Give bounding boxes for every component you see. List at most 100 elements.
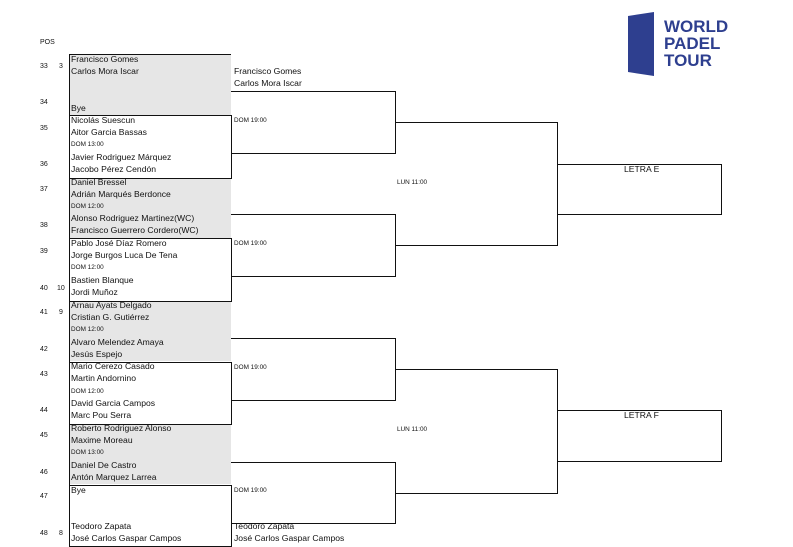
position-number: 45 <box>40 432 48 439</box>
bracket-line <box>231 462 395 464</box>
seed-number: 8 <box>59 530 63 537</box>
bracket-line <box>231 115 233 179</box>
bracket-line <box>69 362 231 364</box>
bracket-line <box>231 362 233 425</box>
bracket-line <box>557 214 721 216</box>
bracket-line <box>69 54 71 546</box>
shade-block <box>69 301 231 361</box>
seed-number: 3 <box>59 63 63 70</box>
player-name: Francisco Guerrero Cordero(WC) <box>71 225 199 235</box>
player-name: Alonso Rodriguez Martinez(WC) <box>71 213 195 223</box>
player-name: Arnau Ayats Delgado <box>71 300 152 310</box>
player-name: Cristian G. Gutiérrez <box>71 312 150 322</box>
player-name: Bastien Blanque <box>71 275 134 285</box>
bracket-line <box>231 276 395 278</box>
bracket-line <box>231 91 395 93</box>
round2-player: Teodoro Zapata <box>234 521 295 531</box>
match-time: DOM 19:00 <box>234 240 267 247</box>
bracket-line <box>557 461 721 463</box>
bracket-line <box>395 122 557 124</box>
bracket-line <box>721 410 723 462</box>
seed-number: 10 <box>57 285 65 292</box>
bracket-line <box>231 338 395 340</box>
player-name: Daniel De Castro <box>71 460 137 470</box>
player-name: Maxime Moreau <box>71 435 133 445</box>
final-label-e: LETRA E <box>624 164 660 174</box>
player-name: Francisco Gomes <box>71 54 139 64</box>
logo-line-1: WORLD <box>664 17 729 36</box>
bracket-line <box>69 115 231 117</box>
player-name: Mario Cerezo Casado <box>71 361 155 371</box>
player-name: Bye <box>71 485 86 495</box>
final-label-f: LETRA F <box>624 410 659 420</box>
bracket-line <box>721 164 723 215</box>
bracket-line <box>69 424 231 426</box>
player-name: Nicolás Suescun <box>71 115 136 125</box>
bracket-line <box>231 400 395 402</box>
player-name: Roberto Rodriguez Alonso <box>71 423 172 433</box>
position-number: 40 <box>40 285 48 292</box>
match-time: DOM 19:00 <box>234 117 267 124</box>
shade-block <box>69 55 231 115</box>
player-name: Javier Rodriguez Márquez <box>71 152 172 162</box>
bracket-line <box>69 301 231 303</box>
match-time: DOM 19:00 <box>234 487 267 494</box>
player-name: Teodoro Zapata <box>71 521 132 531</box>
match-time: DOM 12:00 <box>71 264 104 271</box>
player-name: David Garcia Campos <box>71 398 156 408</box>
player-name: Alvaro Melendez Amaya <box>71 337 164 347</box>
round2-player: Carlos Mora Iscar <box>234 78 302 88</box>
match-time: LUN 11:00 <box>397 179 428 186</box>
player-name: Martin Andornino <box>71 373 136 383</box>
position-number: 37 <box>40 186 48 193</box>
match-time: DOM 19:00 <box>234 364 267 371</box>
match-time: DOM 12:00 <box>71 388 104 395</box>
pos-header: POS <box>40 39 55 46</box>
player-name: Jesús Espejo <box>71 349 123 359</box>
bracket-line <box>557 410 721 412</box>
match-time: DOM 13:00 <box>71 449 104 456</box>
player-name: Adrián Marqués Berdonce <box>71 189 171 199</box>
bracket-line <box>395 493 557 495</box>
player-name: Marc Pou Serra <box>71 410 132 420</box>
position-number: 46 <box>40 469 48 476</box>
bracket-line <box>69 178 231 180</box>
bracket-line <box>231 523 395 525</box>
player-name: Aitor Garcia Bassas <box>71 127 147 137</box>
player-name: Jacobo Pérez Cendón <box>71 164 157 174</box>
player-name: Pablo José Díaz Romero <box>71 238 167 248</box>
seed-number: 9 <box>59 309 63 316</box>
logo-line-3: TOUR <box>664 51 712 70</box>
shade-block <box>69 424 231 484</box>
match-time: DOM 13:00 <box>71 141 104 148</box>
position-number: 36 <box>40 161 48 168</box>
player-name: Bye <box>71 103 86 113</box>
position-number: 39 <box>40 248 48 255</box>
bracket-line <box>557 164 721 166</box>
match-time: DOM 12:00 <box>71 326 104 333</box>
bracket-line <box>557 122 559 246</box>
world-padel-tour-logo: WORLD PADEL TOUR <box>628 12 728 78</box>
bracket-line <box>395 245 557 247</box>
position-number: 41 <box>40 309 48 316</box>
player-name: Jorge Burgos Luca De Tena <box>71 250 178 260</box>
position-number: 42 <box>40 346 48 353</box>
bracket-line <box>395 369 557 371</box>
bracket-line <box>231 214 395 216</box>
bracket-line <box>557 369 559 494</box>
bracket-line <box>69 238 231 240</box>
position-number: 35 <box>40 125 48 132</box>
match-time: LUN 11:00 <box>397 426 428 433</box>
shade-block <box>69 178 231 238</box>
round2-player: José Carlos Gaspar Campos <box>234 533 345 543</box>
match-time: DOM 12:00 <box>71 203 104 210</box>
position-number: 43 <box>40 371 48 378</box>
bracket-line <box>69 54 231 56</box>
bracket-line <box>231 485 233 547</box>
bracket-line <box>231 238 233 302</box>
position-number: 47 <box>40 493 48 500</box>
player-name: Antón Marquez Larrea <box>71 472 157 482</box>
position-number: 48 <box>40 530 48 537</box>
player-name: Jordi Muñoz <box>71 287 118 297</box>
player-name: José Carlos Gaspar Campos <box>71 533 182 543</box>
